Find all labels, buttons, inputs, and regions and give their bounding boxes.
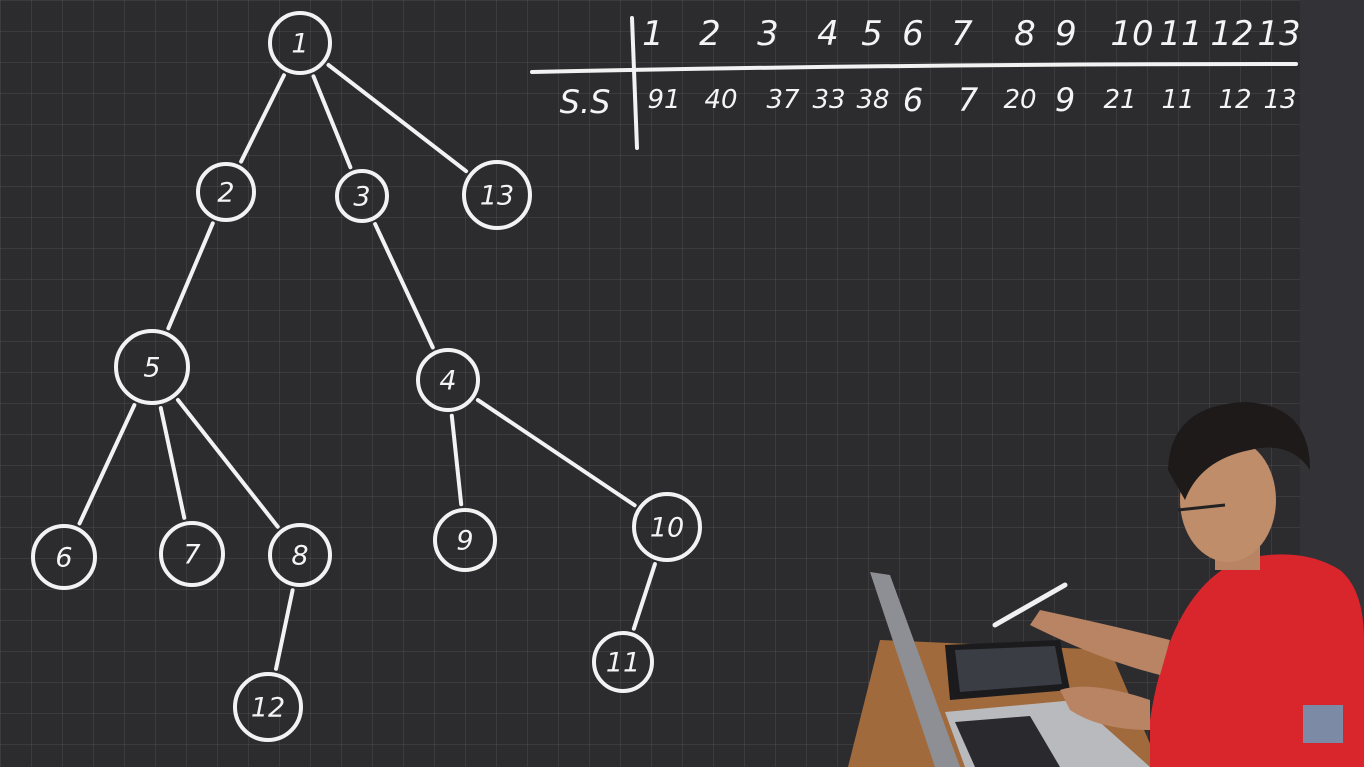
table-header-5: 5 (861, 14, 883, 54)
glasses (1177, 503, 1226, 512)
node-label: 11 (606, 648, 640, 679)
laptop-screen (870, 572, 960, 767)
node-circle (233, 672, 303, 742)
tree-node-13: 13 (462, 160, 532, 230)
node-label: 9 (456, 526, 473, 557)
table-value-13: 13 (1263, 85, 1296, 115)
node-label: 4 (439, 366, 456, 397)
table-header-12: 12 (1210, 14, 1253, 54)
tree-edge-4-10 (475, 398, 637, 508)
node-circle (268, 523, 332, 587)
node-label: 8 (291, 541, 308, 572)
table-header-8: 8 (1014, 14, 1036, 54)
tree-edge-5-8 (175, 398, 280, 529)
table-value-3: 37 (766, 85, 800, 115)
tree-edge-5-6 (77, 403, 137, 526)
node-circle (433, 508, 497, 572)
node-circle (114, 329, 190, 405)
tree-node-12: 12 (233, 672, 303, 742)
tree-edge-10-11 (631, 562, 657, 631)
tree-edges (77, 62, 657, 671)
table-header-1: 1 (642, 14, 664, 54)
table-header-9: 9 (1055, 14, 1077, 54)
table-value-1: 91 (647, 85, 680, 115)
table-value-12: 12 (1218, 85, 1251, 115)
node-circle (632, 492, 702, 562)
table-value-2: 40 (704, 85, 737, 115)
table-header-11: 11 (1159, 14, 1202, 54)
table-header-3: 3 (757, 14, 779, 54)
table-value-4: 33 (812, 85, 845, 115)
node-label: 6 (55, 543, 72, 574)
tree-edge-2-5 (166, 221, 215, 331)
node-label: 12 (251, 693, 285, 724)
tree-edge-5-7 (158, 406, 187, 520)
tree-node-4: 4 (416, 348, 480, 412)
table-value-9: 9 (1055, 81, 1075, 119)
whiteboard (0, 0, 1300, 767)
tree-edge-1-13 (326, 62, 469, 174)
table-value-8: 20 (1003, 85, 1036, 115)
table-vertical-rule (630, 16, 639, 150)
node-label: 2 (217, 178, 234, 209)
table-header-10: 10 (1110, 14, 1153, 54)
table-header-6: 6 (902, 14, 924, 54)
table-value-6: 6 (903, 81, 923, 119)
tree-node-9: 9 (433, 508, 497, 572)
tree-node-5: 5 (114, 329, 190, 405)
tree-node-3: 3 (335, 169, 389, 223)
table-horizontal-rule (530, 62, 1298, 74)
laptop-keyboard (955, 716, 1060, 767)
node-circle (335, 169, 389, 223)
tree-node-11: 11 (592, 631, 654, 693)
tree-node-6: 6 (31, 524, 97, 590)
tree-node-2: 2 (196, 162, 256, 222)
node-circle (462, 160, 532, 230)
node-circle (159, 521, 225, 587)
tree-node-10: 10 (632, 492, 702, 562)
tree-edge-8-12 (274, 588, 295, 671)
table-header-2: 2 (699, 14, 721, 54)
node-circle (268, 11, 332, 75)
thumbnail (1303, 705, 1343, 743)
node-label: 13 (480, 181, 514, 212)
tree-edge-1-3 (311, 74, 353, 170)
table-value-10: 21 (1103, 85, 1136, 115)
stylus (992, 582, 1068, 628)
person-arm (1030, 610, 1170, 675)
node-label: 10 (650, 513, 684, 544)
node-circle (416, 348, 480, 412)
node-circle (592, 631, 654, 693)
table-value-5: 38 (856, 85, 889, 115)
node-label: 7 (183, 540, 200, 571)
table-header-13: 13 (1257, 14, 1300, 54)
node-circle (196, 162, 256, 222)
table-value-11: 11 (1161, 85, 1194, 115)
tree-node-8: 8 (268, 523, 332, 587)
table-header-7: 7 (951, 14, 973, 54)
tree-edge-3-4 (373, 222, 435, 350)
person-hair (1168, 402, 1310, 500)
tree-edge-4-9 (449, 413, 464, 507)
node-circle (31, 524, 97, 590)
table-value-7: 7 (958, 81, 979, 119)
tree-node-7: 7 (159, 521, 225, 587)
person-hand (1060, 686, 1150, 730)
node-label: 3 (353, 182, 370, 213)
table-row-label: S.S (560, 83, 611, 121)
tablet-screen (955, 646, 1062, 692)
tree-edge-1-2 (239, 73, 286, 164)
node-label: 5 (143, 353, 160, 384)
node-label: 1 (291, 29, 308, 60)
table-header-4: 4 (817, 14, 839, 54)
tree-node-1: 1 (268, 11, 332, 75)
